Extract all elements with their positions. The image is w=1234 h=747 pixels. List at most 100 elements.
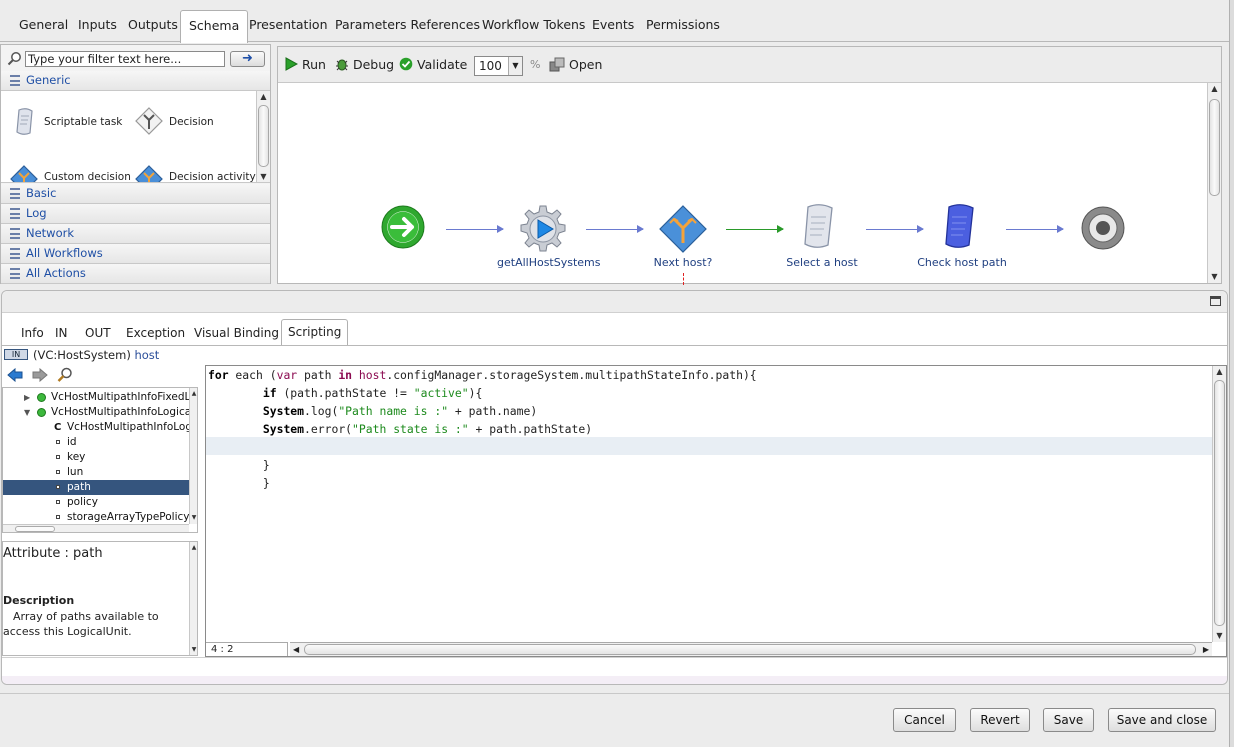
back-arrow-icon[interactable] bbox=[7, 368, 23, 382]
code-token: "active" bbox=[413, 386, 469, 400]
tab-general[interactable]: General bbox=[19, 17, 69, 32]
palette-scrollbar[interactable]: ▲ ▼ bbox=[256, 91, 270, 182]
code-token: ){ bbox=[468, 386, 483, 400]
scroll-down-icon[interactable]: ▼ bbox=[1211, 272, 1218, 281]
scroll-thumb[interactable] bbox=[15, 526, 55, 532]
code-token: (path.pathState != bbox=[276, 386, 414, 400]
scroll-down-icon[interactable]: ▼ bbox=[191, 514, 197, 521]
tree-item-selected[interactable]: path bbox=[3, 480, 189, 495]
save-and-close-button[interactable]: Save and close bbox=[1108, 708, 1216, 732]
tree-item[interactable]: C VcHostMultipathInfoLogicalUnit bbox=[3, 420, 189, 435]
node-check-host-path[interactable] bbox=[941, 203, 981, 254]
maximize-icon[interactable] bbox=[1210, 296, 1221, 306]
tree-item[interactable]: ▶ VcHostMultipathInfoFixedLogicalUnitPol… bbox=[3, 390, 189, 405]
open-button[interactable]: Open bbox=[549, 57, 602, 72]
attribute-title: Attribute : path bbox=[3, 546, 103, 561]
scroll-up-icon[interactable]: ▲ bbox=[1211, 84, 1218, 93]
filter-go-button[interactable]: ➜ bbox=[230, 51, 265, 67]
scroll-down-icon[interactable]: ▼ bbox=[1216, 631, 1223, 640]
scroll-up-icon[interactable]: ▲ bbox=[260, 92, 267, 101]
palette-category-log[interactable]: Log bbox=[1, 204, 270, 224]
tree-item[interactable]: id bbox=[3, 435, 189, 450]
palette-item-scriptable-task[interactable]: Scriptable task bbox=[44, 116, 123, 128]
scroll-thumb[interactable] bbox=[1214, 380, 1225, 626]
canvas-scrollbar[interactable]: ▲ ▼ bbox=[1207, 83, 1221, 283]
tree-item[interactable]: storageArrayTypePolicy bbox=[3, 510, 189, 525]
subtab-out[interactable]: OUT bbox=[85, 326, 111, 340]
debug-button[interactable]: Debug bbox=[335, 57, 394, 72]
node-select-a-host[interactable] bbox=[800, 203, 840, 254]
cancel-button[interactable]: Cancel bbox=[893, 708, 956, 732]
tab-permissions[interactable]: Permissions bbox=[646, 17, 720, 32]
tab-events[interactable]: Events bbox=[592, 17, 635, 32]
search-icon[interactable] bbox=[57, 367, 73, 383]
palette-item-decision-activity[interactable]: Decision activity bbox=[169, 171, 256, 183]
revert-button[interactable]: Revert bbox=[970, 708, 1030, 732]
save-button[interactable]: Save bbox=[1043, 708, 1094, 732]
code-line-1: for each (var path in host.configManager… bbox=[208, 366, 757, 384]
run-button[interactable]: Run bbox=[285, 57, 326, 72]
palette-category-all-actions[interactable]: All Actions bbox=[1, 264, 270, 284]
tree-item[interactable]: key bbox=[3, 450, 189, 465]
tab-workflow-tokens[interactable]: Workflow Tokens bbox=[482, 17, 586, 32]
editor-hscrollbar[interactable]: ◀ ▶ bbox=[290, 642, 1212, 656]
tree-item-label: lun bbox=[67, 466, 84, 478]
scroll-left-icon[interactable]: ◀ bbox=[293, 645, 300, 654]
scroll-up-icon[interactable]: ▲ bbox=[1216, 367, 1223, 376]
subtab-scripting[interactable]: Scripting bbox=[281, 319, 349, 345]
tree-scrollbar[interactable]: ▲ ▼ bbox=[189, 388, 197, 524]
palette-category-all-workflows[interactable]: All Workflows bbox=[1, 244, 270, 264]
scroll-up-icon[interactable]: ▲ bbox=[191, 544, 197, 551]
tab-presentation[interactable]: Presentation bbox=[249, 17, 328, 32]
palette-item-custom-decision[interactable]: Custom decision bbox=[44, 171, 131, 183]
editor-vscrollbar[interactable]: ▲ ▼ bbox=[1212, 366, 1226, 642]
attribute-icon bbox=[56, 500, 60, 504]
palette-category-network[interactable]: Network bbox=[1, 224, 270, 244]
tree-item[interactable]: ▼ VcHostMultipathInfoLogicalUnit bbox=[3, 405, 189, 420]
node-label-check-host-path: Check host path bbox=[917, 256, 1007, 269]
subtab-exception[interactable]: Exception bbox=[126, 326, 186, 340]
scroll-thumb[interactable] bbox=[1209, 99, 1220, 196]
open-label: Open bbox=[568, 57, 603, 72]
palette-category-generic[interactable]: Generic bbox=[1, 71, 270, 91]
attribute-description-panel: Attribute : path Description Array of pa… bbox=[2, 541, 198, 656]
palette-category-basic[interactable]: Basic bbox=[1, 184, 270, 204]
forward-arrow-icon[interactable] bbox=[32, 368, 48, 382]
scroll-down-icon[interactable]: ▼ bbox=[191, 646, 197, 653]
tree-item[interactable]: lun bbox=[3, 465, 189, 480]
end-node[interactable] bbox=[1081, 206, 1125, 253]
node-getallhostsystems[interactable] bbox=[518, 204, 568, 257]
script-editor[interactable]: for each (var path in host.configManager… bbox=[205, 365, 1227, 657]
zoom-select[interactable]: 100 ▼ bbox=[474, 56, 523, 76]
subtab-in[interactable]: IN bbox=[55, 326, 68, 340]
scroll-thumb[interactable] bbox=[258, 105, 269, 167]
start-node[interactable] bbox=[381, 205, 425, 252]
description-scrollbar[interactable]: ▲ ▼ bbox=[189, 542, 197, 655]
code-line-3: System.log("Path name is :" + path.name) bbox=[208, 402, 537, 420]
connector-arrow bbox=[446, 225, 504, 233]
attribute-icon bbox=[56, 485, 60, 489]
scroll-thumb[interactable] bbox=[304, 644, 1196, 655]
tab-parameters-references[interactable]: Parameters References bbox=[335, 17, 480, 32]
tab-schema[interactable]: Schema bbox=[180, 10, 249, 43]
subtab-visual-binding[interactable]: Visual Binding bbox=[194, 326, 279, 340]
tab-inputs[interactable]: Inputs bbox=[78, 17, 117, 32]
validate-button[interactable]: Validate bbox=[399, 57, 467, 72]
scroll-up-icon[interactable]: ▲ bbox=[191, 390, 197, 397]
tab-outputs[interactable]: Outputs bbox=[128, 17, 178, 32]
tree-hscrollbar[interactable] bbox=[3, 524, 189, 532]
node-next-host[interactable] bbox=[658, 204, 708, 257]
tree-item[interactable]: policy bbox=[3, 495, 189, 510]
scroll-down-icon[interactable]: ▼ bbox=[260, 172, 267, 181]
palette-filter-input[interactable] bbox=[25, 51, 225, 67]
zoom-value: 100 bbox=[479, 59, 502, 73]
scroll-right-icon[interactable]: ▶ bbox=[1202, 645, 1209, 654]
subtab-info[interactable]: Info bbox=[21, 326, 44, 340]
tree-item-label: VcHostMultipathInfoFixedLogicalUnitPolic… bbox=[51, 391, 189, 403]
divider bbox=[2, 657, 1227, 658]
palette-item-decision[interactable]: Decision bbox=[169, 116, 214, 128]
node-label-select-a-host: Select a host bbox=[786, 256, 858, 269]
description-text: Array of paths available to access this … bbox=[3, 610, 159, 638]
tree-item-label: id bbox=[67, 436, 77, 448]
in-binding-badge: IN bbox=[4, 349, 28, 360]
